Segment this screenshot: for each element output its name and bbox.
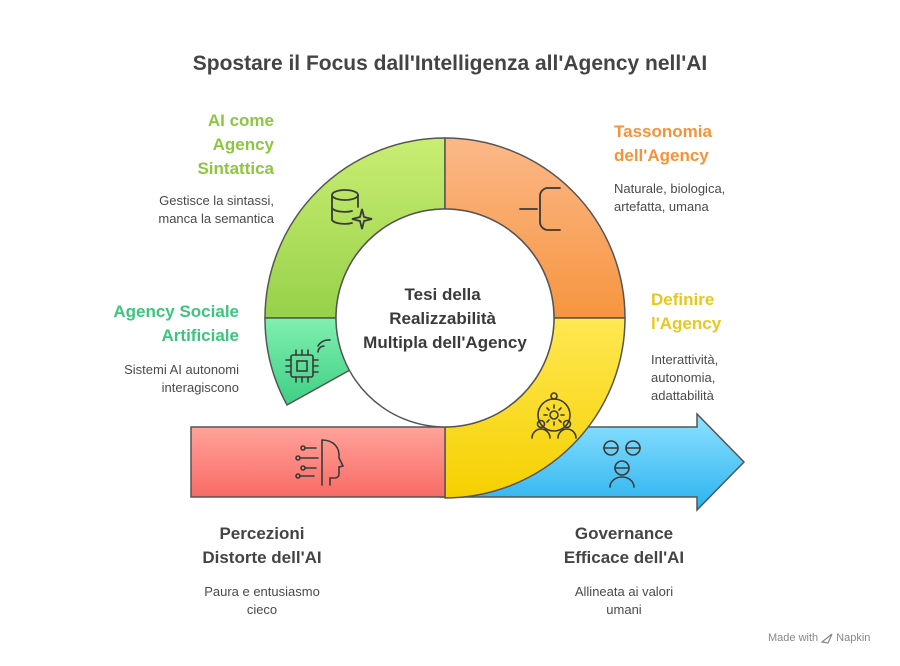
footer-brand: Napkin: [836, 632, 871, 644]
person-group-icon: [603, 440, 641, 488]
database-sparkle-icon: [331, 189, 373, 230]
label-governance-desc: Allineata ai valori umani: [574, 584, 674, 617]
label-definire-desc: Interattività, autonomia, adattabilità: [651, 352, 719, 403]
label-percezioni-title: Percezioni Distorte dell'AI: [202, 524, 322, 567]
bracket-branch-icon: [519, 187, 561, 231]
label-sintattica-desc: Gestisce la sintassi, manca la semantica: [158, 193, 274, 226]
center-text-3: Multipla dell'Agency: [363, 333, 527, 352]
footer-credit: Made with Napkin: [768, 632, 870, 644]
label-governance-title: Governance Efficace dell'AI: [563, 524, 685, 567]
label-definire-title: Definire l'Agency: [651, 290, 722, 333]
center-circle: [335, 208, 555, 428]
label-tassonomia-desc: Naturale, biologica, artefatta, umana: [614, 181, 726, 214]
page-title: Spostare il Focus dall'Intelligenza all'…: [192, 52, 708, 75]
label-sintattica-title: AI come Agency Sintattica: [197, 111, 274, 178]
svg-text:Tesi della Realizzabilità: Tesi della Realizzabilità Multipla dell'…: [363, 285, 527, 352]
label-sociale-title: Agency Sociale Artificiale: [113, 302, 239, 345]
footer-label: Made with: [768, 632, 819, 644]
chip-signal-icon: [285, 339, 331, 383]
napkin-logo-icon: [821, 633, 833, 644]
ai-head-icon: [295, 439, 345, 486]
center-text-1: Tesi della: [405, 285, 482, 304]
label-tassonomia-title: Tassonomia dell'Agency: [614, 122, 712, 165]
block-percezioni: [190, 426, 446, 498]
team-gear-icon: [531, 392, 577, 439]
center-text-2: Realizzabilità: [389, 309, 496, 328]
label-percezioni-desc: Paura e entusiasmo cieco: [204, 584, 320, 617]
label-sociale-desc: Sistemi AI autonomi interagiscono: [124, 362, 239, 395]
